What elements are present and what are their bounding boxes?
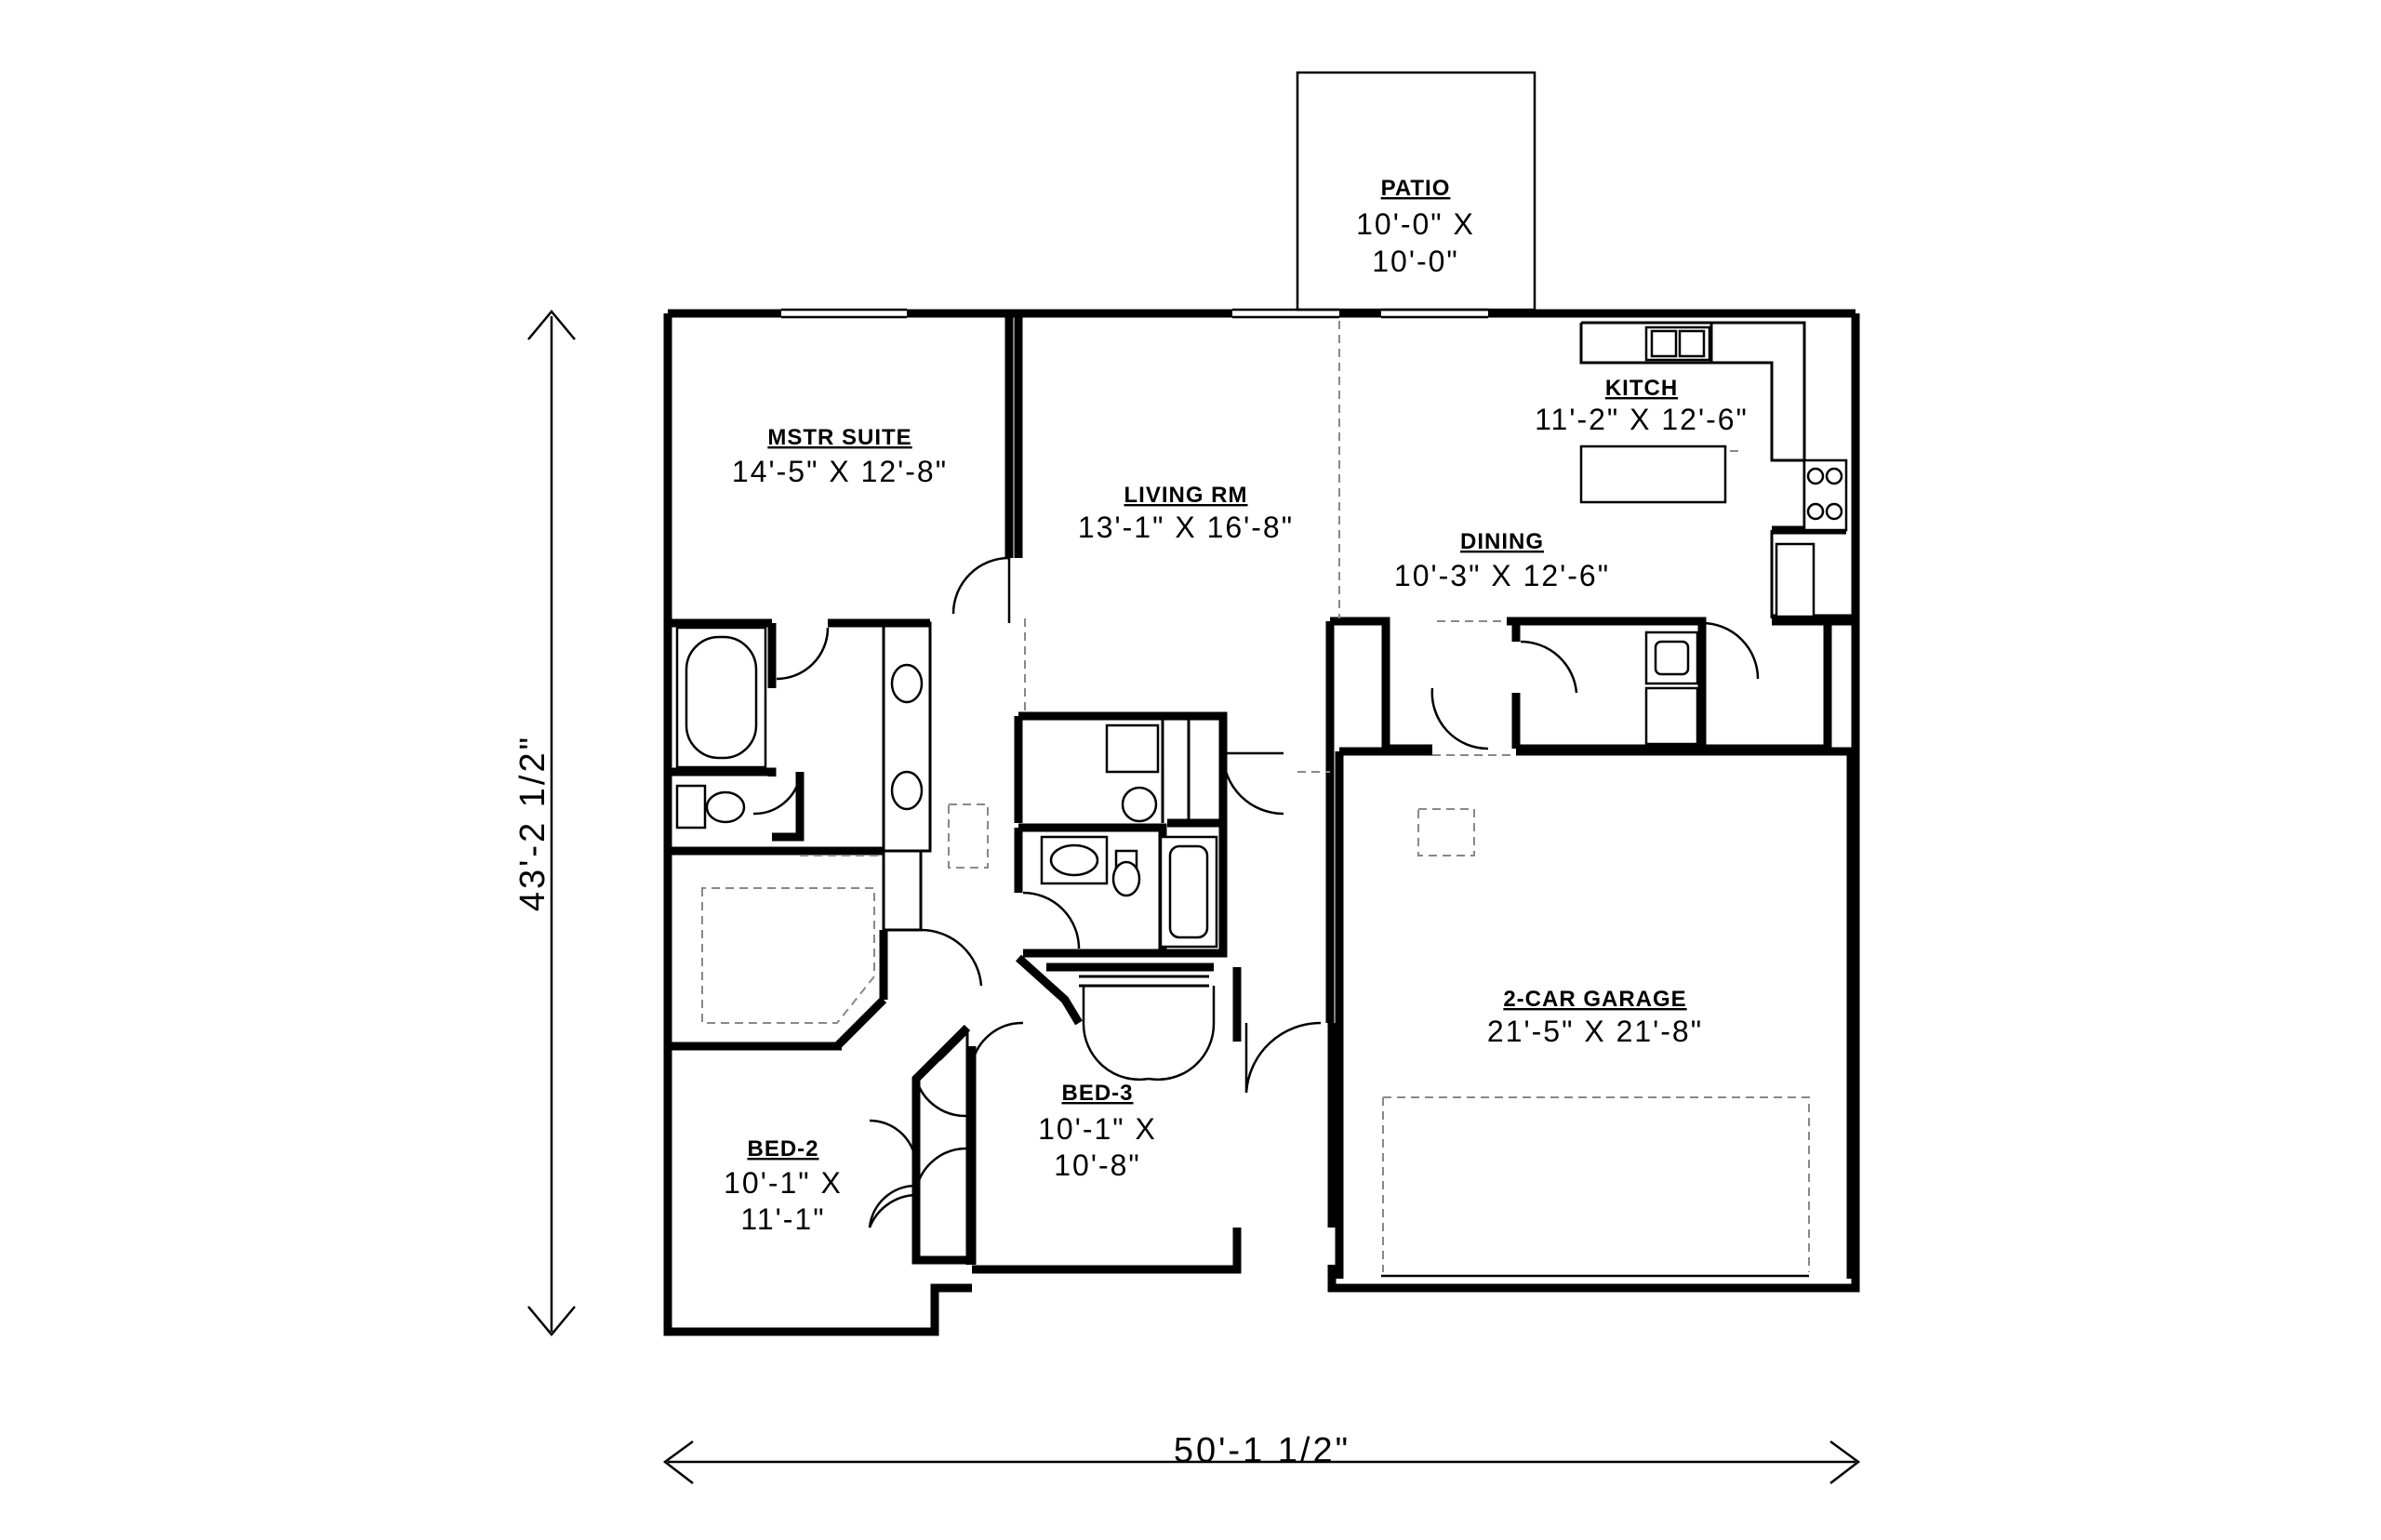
exterior-walls (663, 308, 1860, 1336)
room-dims-bed-2-1: 10'-1" X (724, 1166, 843, 1200)
room-dims-living-rm: 13'-1" X 16'-8" (1078, 511, 1294, 544)
room-dims-bed-2-2: 11'-1" (740, 1202, 825, 1236)
room-name-bed-3: BED-3 (1061, 1081, 1133, 1106)
room-dims-patio-1: 10'-0" X (1356, 207, 1475, 241)
overall-depth-dimension: 43'-2 1/2" (513, 735, 552, 911)
room-dims-kitch: 11'-2" X 12'-6" (1535, 403, 1749, 436)
refrigerator (1775, 542, 1816, 618)
door-swings (752, 556, 1760, 1228)
room-labels: PATIO 10'-0" X 10'-0" KITCH 11'-2" X 12'… (724, 176, 1749, 1236)
room-dims-patio-2: 10'-0" (1372, 245, 1459, 278)
kitchen-island (1579, 445, 1727, 504)
dryer (1644, 686, 1699, 746)
room-dims-bed-3-1: 10'-1" X (1038, 1112, 1157, 1146)
room-dims-bed-3-2: 10'-8" (1054, 1148, 1141, 1182)
room-name-bed-2: BED-2 (747, 1136, 818, 1162)
room-name-garage: 2-CAR GARAGE (1503, 987, 1686, 1012)
sink (890, 663, 924, 704)
room-dims-garage: 21'-5" X 21'-8" (1487, 1015, 1703, 1048)
dimension-lines: 43'-2 1/2" 50'-1 1/2" (513, 310, 1861, 1484)
room-name-patio: PATIO (1381, 176, 1451, 201)
room-name-living-rm: LIVING RM (1124, 483, 1248, 508)
toilet (675, 784, 707, 830)
room-dims-dining: 10'-3" X 12'-6" (1394, 559, 1610, 592)
sink (890, 770, 924, 811)
fixtures (675, 325, 1848, 949)
room-name-dining: DINING (1460, 529, 1544, 554)
overall-width-dimension: 50'-1 1/2" (1174, 1431, 1350, 1470)
room-name-mstr-suite: MSTR SUITE (767, 425, 911, 450)
dashed-lines (701, 321, 1810, 1272)
room-dims-mstr-suite: 14'-5" X 12'-8" (732, 455, 948, 488)
interior-walls (672, 313, 1856, 1279)
room-name-kitch: KITCH (1605, 376, 1678, 401)
